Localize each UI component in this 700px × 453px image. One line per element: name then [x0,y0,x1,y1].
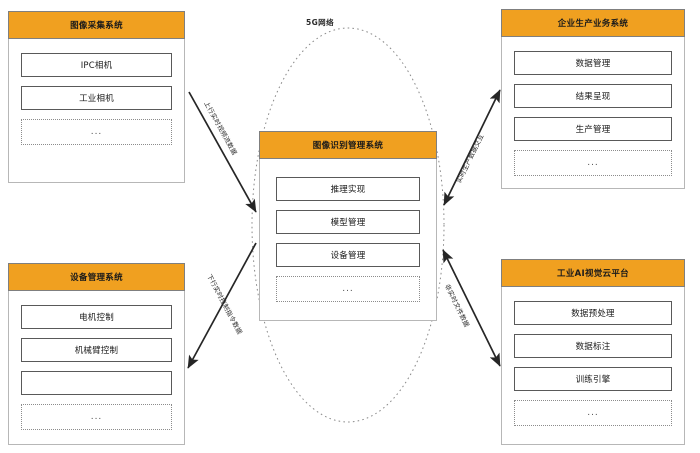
arrow-downlink-control-command [187,242,257,369]
item-more-cloud[interactable]: ... [514,400,672,426]
item-data-annotation[interactable]: 数据标注 [514,334,672,358]
panel-enterprise-production-business-system[interactable]: 企业生产业务系统 数据管理 结果呈现 生产管理 ... [501,9,685,189]
panel-image-acquisition-system[interactable]: 图像采集系统 IPC相机 工业相机 ... [8,11,185,183]
item-inference-implementation[interactable]: 推理实现 [276,177,420,201]
panel-title-image-acquisition-system: 图像采集系统 [8,11,185,39]
item-device-management[interactable]: 设备管理 [276,243,420,267]
panel-body-equipment-management-system: 电机控制 机械臂控制 ... [9,291,184,440]
panel-title-industrial-ai-vision-cloud-platform: 工业AI视觉云平台 [501,259,685,287]
panel-title-enterprise-production-business-system: 企业生产业务系统 [501,9,685,37]
item-result-presentation[interactable]: 结果呈现 [514,84,672,108]
label-uplink-video-stream: 上行实时视频流数据 [202,99,239,157]
label-non-realtime-file-data: 非实时文件数据 [443,282,471,329]
item-training-engine[interactable]: 训练引擎 [514,367,672,391]
panel-body-enterprise-production-business-system: 数据管理 结果呈现 生产管理 ... [502,37,684,186]
label-realtime-production-data-exchange: 实时生产数据交互 [454,132,486,185]
item-more-enterprise[interactable]: ... [514,150,672,176]
item-data-management[interactable]: 数据管理 [514,51,672,75]
arrow-realtime-production-data-exchange [443,89,501,206]
item-more-equipment[interactable]: ... [21,404,172,430]
item-more-core[interactable]: ... [276,276,420,302]
panel-equipment-management-system[interactable]: 设备管理系统 电机控制 机械臂控制 ... [8,263,185,445]
arrow-uplink-video-stream [188,91,257,213]
item-motor-control[interactable]: 电机控制 [21,305,172,329]
arrow-non-realtime-file-data [442,249,501,367]
panel-body-industrial-ai-vision-cloud-platform: 数据预处理 数据标注 训练引擎 ... [502,287,684,436]
item-model-management[interactable]: 模型管理 [276,210,420,234]
panel-body-image-acquisition-system: IPC相机 工业相机 ... [9,39,184,155]
panel-title-image-recognition-management-system: 图像识别管理系统 [259,131,437,159]
label-downlink-control-command: 下行实时控制指令数据 [205,272,244,336]
panel-body-image-recognition-management-system: 推理实现 模型管理 设备管理 ... [260,159,436,312]
panel-industrial-ai-vision-cloud-platform[interactable]: 工业AI视觉云平台 数据预处理 数据标注 训练引擎 ... [501,259,685,445]
item-ipc-camera[interactable]: IPC相机 [21,53,172,77]
item-empty-slot[interactable] [21,371,172,395]
network-label: 5G网络 [306,18,334,27]
item-data-preprocessing[interactable]: 数据预处理 [514,301,672,325]
panel-image-recognition-management-system[interactable]: 图像识别管理系统 推理实现 模型管理 设备管理 ... [259,131,437,321]
item-more-acquisition[interactable]: ... [21,119,172,145]
item-industrial-camera[interactable]: 工业相机 [21,86,172,110]
item-production-management[interactable]: 生产管理 [514,117,672,141]
network-boundary-ellipse [251,27,445,423]
panel-title-equipment-management-system: 设备管理系统 [8,263,185,291]
item-robot-arm-control[interactable]: 机械臂控制 [21,338,172,362]
